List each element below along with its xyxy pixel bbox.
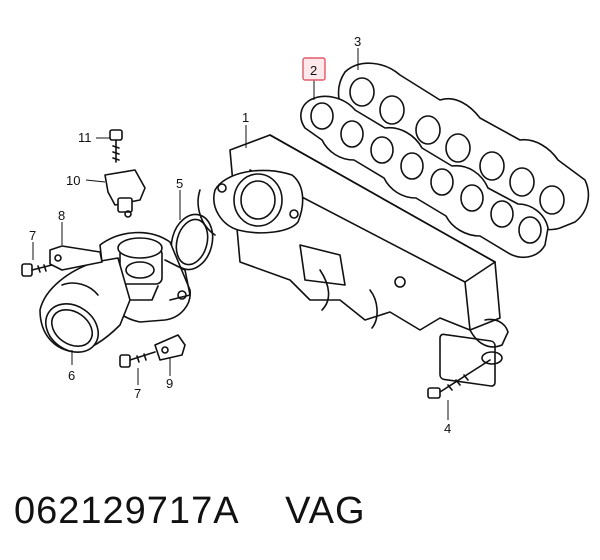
callout-9[interactable]: 9 [166, 376, 173, 391]
parts-diagram: 1 2 3 4 5 6 7 8 7 9 10 11 [21, 34, 590, 436]
bolt-7-lower [119, 351, 156, 368]
callout-8[interactable]: 8 [58, 208, 65, 223]
callout-6[interactable]: 6 [68, 368, 75, 383]
callout-11[interactable]: 11 [78, 130, 92, 145]
callout-5[interactable]: 5 [176, 176, 183, 191]
callout-3[interactable]: 3 [354, 34, 361, 49]
port-gasket-strip [300, 95, 549, 259]
callout-4[interactable]: 4 [444, 421, 451, 436]
bolt-11 [109, 129, 123, 163]
intake-pipe [39, 257, 131, 353]
callout-2-highlight [302, 57, 326, 81]
callout-1[interactable]: 1 [242, 110, 249, 125]
part-number: 062129717A [14, 490, 240, 532]
bolt-7-left [21, 263, 53, 277]
brand-label: VAG [285, 490, 366, 532]
bolt-4 [427, 359, 491, 399]
callout-2[interactable]: 2 [310, 63, 317, 78]
pressure-sensor [104, 169, 146, 218]
part-number-line: 062129717A VAG [14, 490, 366, 533]
bracket-9 [154, 334, 186, 361]
bracket-8 [49, 245, 103, 271]
callout-10[interactable]: 10 [66, 173, 80, 188]
callout-7-left[interactable]: 7 [29, 228, 36, 243]
manifold-inlet-flange [197, 169, 304, 236]
leader-lines [32, 48, 449, 420]
callout-7-lower[interactable]: 7 [134, 386, 141, 401]
